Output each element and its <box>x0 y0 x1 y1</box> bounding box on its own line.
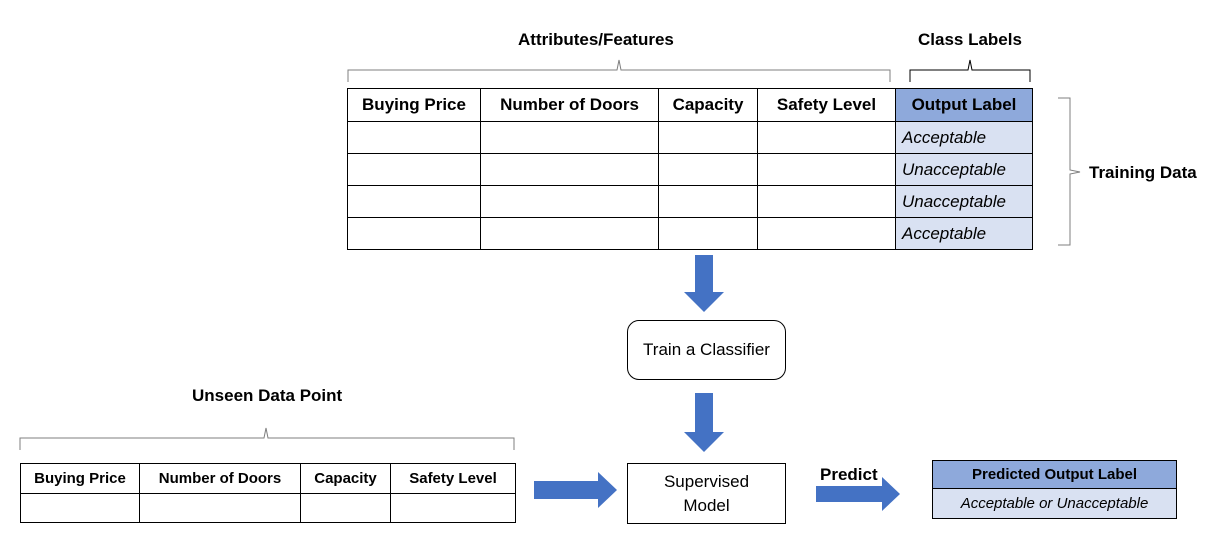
column-header: Buying Price <box>20 463 140 494</box>
train-classifier-label: Train a Classifier <box>643 340 770 359</box>
empty-cell <box>658 153 758 186</box>
arrow-to-model <box>684 393 724 452</box>
empty-cell <box>347 153 481 186</box>
table-row: Unacceptable <box>347 185 1033 218</box>
predict-heading: Predict <box>820 465 878 484</box>
empty-cell <box>300 493 391 523</box>
output-label-cell: Unacceptable <box>895 185 1033 218</box>
column-header: Buying Price <box>347 88 481 122</box>
output-label-header: Output Label <box>895 88 1033 122</box>
column-header: Number of Doors <box>139 463 301 494</box>
training-header-row: Buying Price Number of Doors Capacity Sa… <box>347 88 1033 122</box>
unseen-heading: Unseen Data Point <box>192 386 343 405</box>
empty-cell <box>480 153 659 186</box>
empty-cell <box>20 493 140 523</box>
empty-cell <box>757 121 896 154</box>
empty-cell <box>658 217 758 250</box>
arrow-to-train <box>684 255 724 312</box>
attributes-brace <box>347 59 891 82</box>
class-labels-heading: Class Labels <box>918 30 1022 49</box>
arrow-unseen-to-model <box>534 472 617 508</box>
prediction-value-row: Acceptable or Unacceptable <box>932 488 1177 519</box>
empty-cell <box>757 217 896 250</box>
training-data-brace <box>1058 97 1081 246</box>
unseen-table: Buying Price Number of Doors Capacity Sa… <box>20 463 516 523</box>
predicted-output-header: Predicted Output Label <box>932 460 1177 489</box>
empty-cell <box>658 121 758 154</box>
output-label-cell: Unacceptable <box>895 153 1033 186</box>
table-row: Acceptable <box>347 121 1033 154</box>
predicted-output-value: Acceptable or Unacceptable <box>932 488 1177 519</box>
supervised-model-node: Supervised Model <box>627 463 786 524</box>
prediction-table: Predicted Output Label Acceptable or Una… <box>932 460 1177 519</box>
empty-cell <box>347 217 481 250</box>
table-row <box>20 493 516 523</box>
column-header: Capacity <box>300 463 391 494</box>
column-header: Safety Level <box>390 463 516 494</box>
empty-cell <box>757 153 896 186</box>
column-header: Capacity <box>658 88 758 122</box>
arrow-model-to-prediction <box>816 477 900 511</box>
empty-cell <box>480 217 659 250</box>
empty-cell <box>658 185 758 218</box>
empty-cell <box>390 493 516 523</box>
attributes-heading: Attributes/Features <box>518 30 674 49</box>
unseen-header-row: Buying Price Number of Doors Capacity Sa… <box>20 463 516 494</box>
empty-cell <box>139 493 301 523</box>
table-row: Unacceptable <box>347 153 1033 186</box>
training-table: Buying Price Number of Doors Capacity Sa… <box>347 88 1033 250</box>
output-label-cell: Acceptable <box>895 121 1033 154</box>
training-data-heading: Training Data <box>1089 163 1197 182</box>
train-classifier-node: Train a Classifier <box>627 320 786 380</box>
table-row: Acceptable <box>347 217 1033 250</box>
class-labels-bracket <box>909 59 1031 82</box>
prediction-header-row: Predicted Output Label <box>932 460 1177 489</box>
empty-cell <box>347 185 481 218</box>
unseen-brace <box>19 427 515 450</box>
column-header: Number of Doors <box>480 88 659 122</box>
column-header: Safety Level <box>757 88 896 122</box>
empty-cell <box>757 185 896 218</box>
empty-cell <box>347 121 481 154</box>
output-label-cell: Acceptable <box>895 217 1033 250</box>
empty-cell <box>480 185 659 218</box>
empty-cell <box>480 121 659 154</box>
supervised-model-label: Supervised Model <box>663 471 750 515</box>
